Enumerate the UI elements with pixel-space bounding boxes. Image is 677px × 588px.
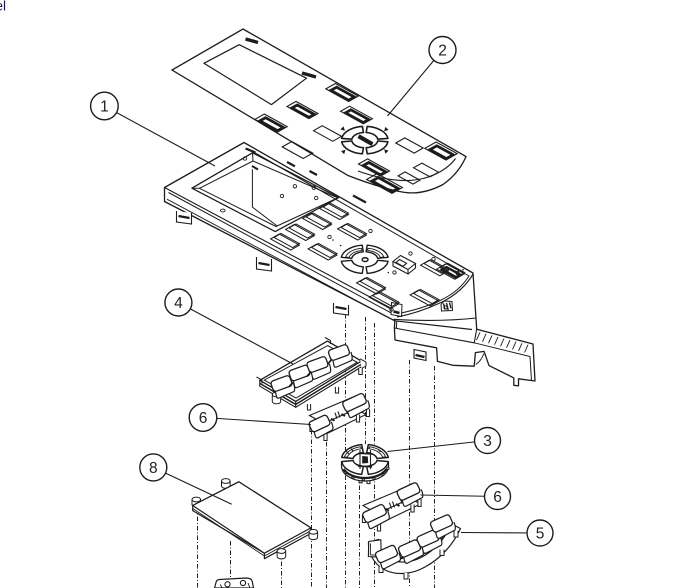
svg-text:6: 6 [199,410,208,427]
svg-text:1: 1 [100,99,109,116]
svg-text:4: 4 [174,295,183,312]
svg-text:nel: nel [0,0,6,14]
svg-text:6: 6 [493,489,502,506]
svg-text:5: 5 [536,526,545,543]
svg-text:8: 8 [149,460,158,477]
svg-text:2: 2 [438,43,447,60]
svg-text:3: 3 [483,433,492,450]
